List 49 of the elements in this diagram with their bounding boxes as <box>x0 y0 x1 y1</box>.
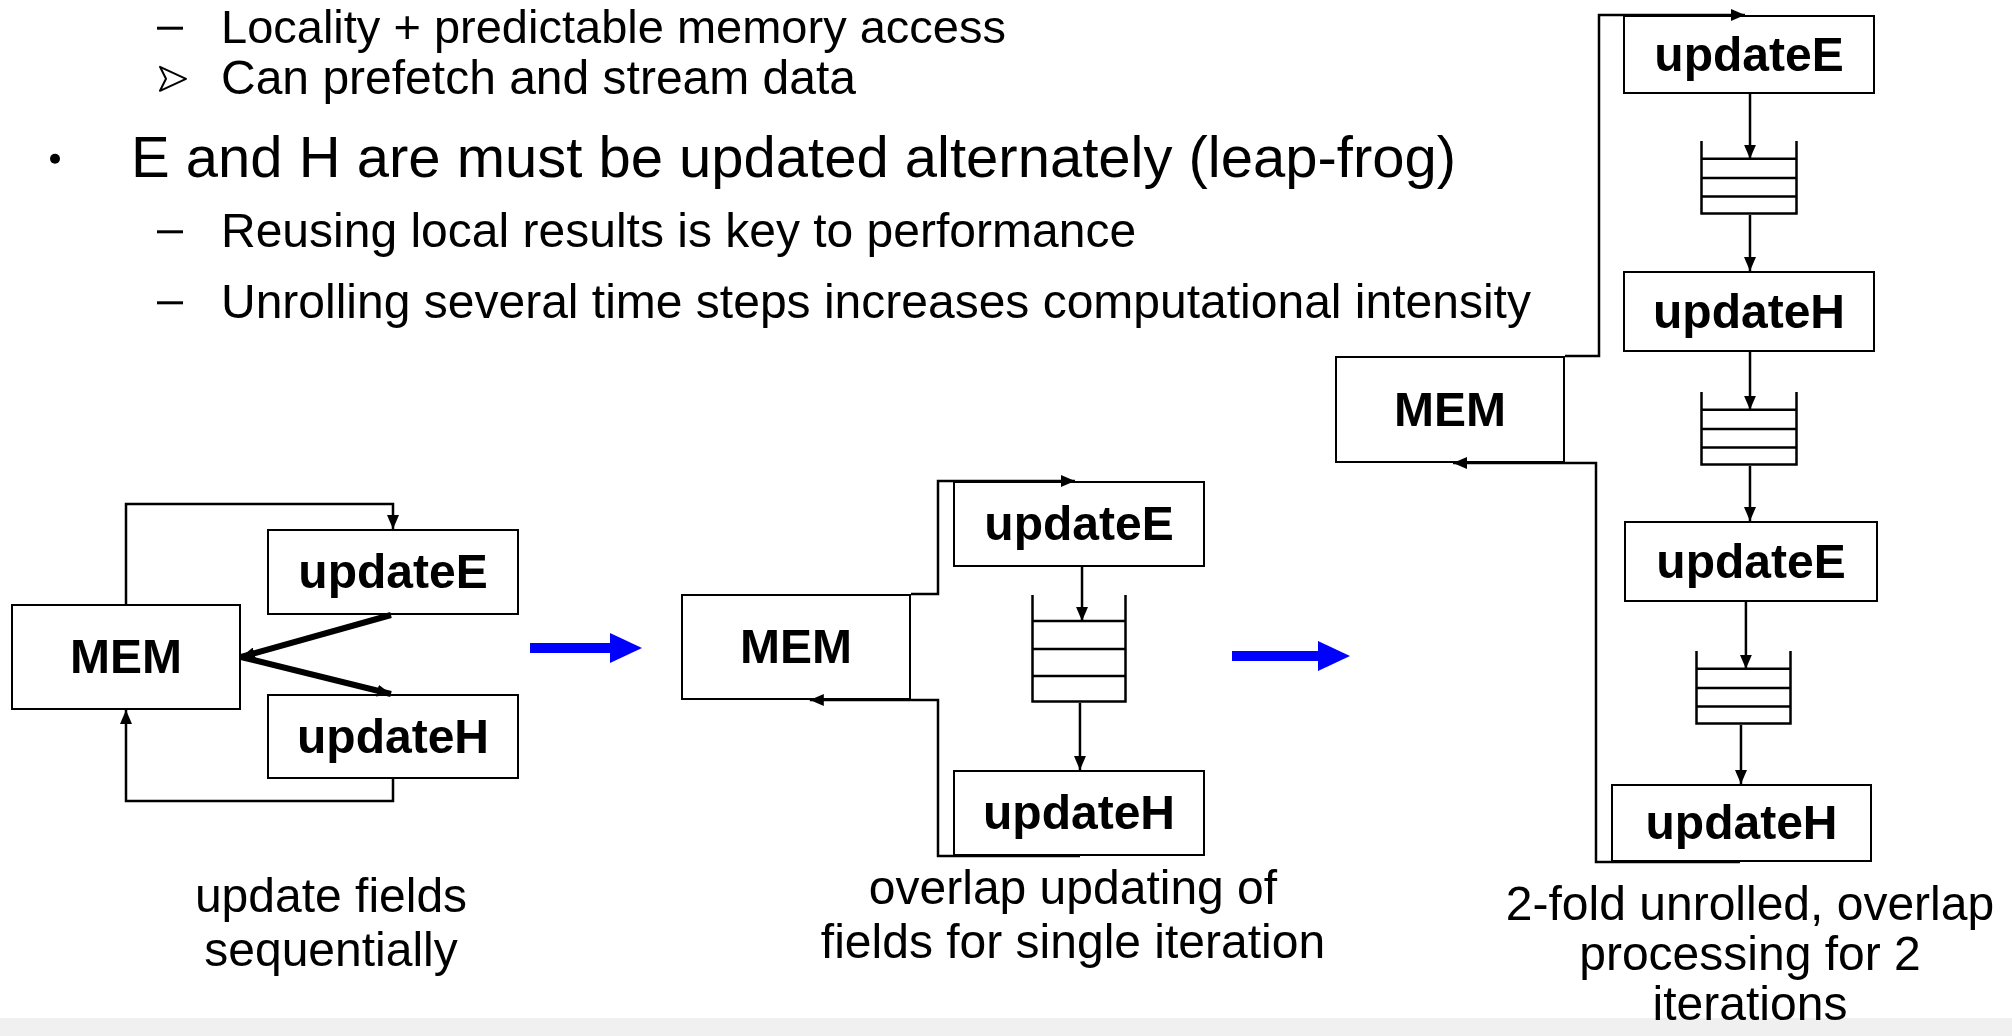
box-label: updateE <box>1656 537 1846 586</box>
fifo-queue-drawing <box>1700 392 1798 466</box>
fifo-queue-drawing <box>1695 651 1792 725</box>
box-label: MEM <box>740 623 852 671</box>
arrow <box>240 654 392 697</box>
box-label: updateH <box>1653 287 1845 336</box>
box-label: updateH <box>297 712 489 761</box>
caption-text: overlap updating of fields for single iteration <box>819 861 1327 969</box>
arrow <box>911 475 1075 596</box>
process-box <box>267 529 519 615</box>
caption-text: update fields sequentially <box>193 869 469 977</box>
arrow <box>240 612 392 660</box>
box-label: updateE <box>298 548 488 596</box>
arrow <box>1744 94 1756 159</box>
arrow <box>1076 567 1088 621</box>
box-label: updateE <box>984 500 1174 548</box>
process-box <box>267 694 519 779</box>
process-box <box>953 481 1205 567</box>
arrow <box>124 502 399 604</box>
arrow <box>1744 352 1756 410</box>
arrow <box>120 710 395 803</box>
arrow <box>1739 602 1752 669</box>
fifo-queue-drawing <box>1031 595 1127 703</box>
caption-text: 2-fold unrolled, overlap processing for 2 iterations <box>1504 879 1996 1029</box>
arrow <box>809 694 1080 858</box>
bullet-text: Reusing local results is key to performance <box>221 203 1137 259</box>
process-box <box>1335 356 1565 463</box>
arrow <box>1744 215 1756 271</box>
box-label: updateH <box>1645 799 1838 847</box>
process-box <box>1623 15 1875 94</box>
arrow <box>1744 466 1756 521</box>
process-box <box>681 594 911 700</box>
process-box <box>953 770 1205 856</box>
box-label: MEM <box>1394 385 1506 434</box>
arrow <box>1453 457 1740 864</box>
bullet-text: Locality + predictable memory access <box>221 0 1006 55</box>
arrow <box>1565 9 1745 358</box>
process-box <box>1623 271 1875 352</box>
box-label: MEM <box>70 633 182 681</box>
arrow <box>1073 703 1086 770</box>
process-box <box>1624 521 1878 602</box>
bullet-text: E and H are must be updated alternately (leap-frog) <box>131 124 1457 191</box>
box-label: updateE <box>1654 30 1844 79</box>
arrow <box>1735 725 1747 784</box>
process-box <box>11 604 241 710</box>
bullet-text: Unrolling several time steps increases computational intensity <box>221 274 1531 330</box>
fifo-queue-drawing <box>1700 141 1798 215</box>
process-box <box>1611 784 1872 862</box>
box-label: updateH <box>983 789 1175 837</box>
